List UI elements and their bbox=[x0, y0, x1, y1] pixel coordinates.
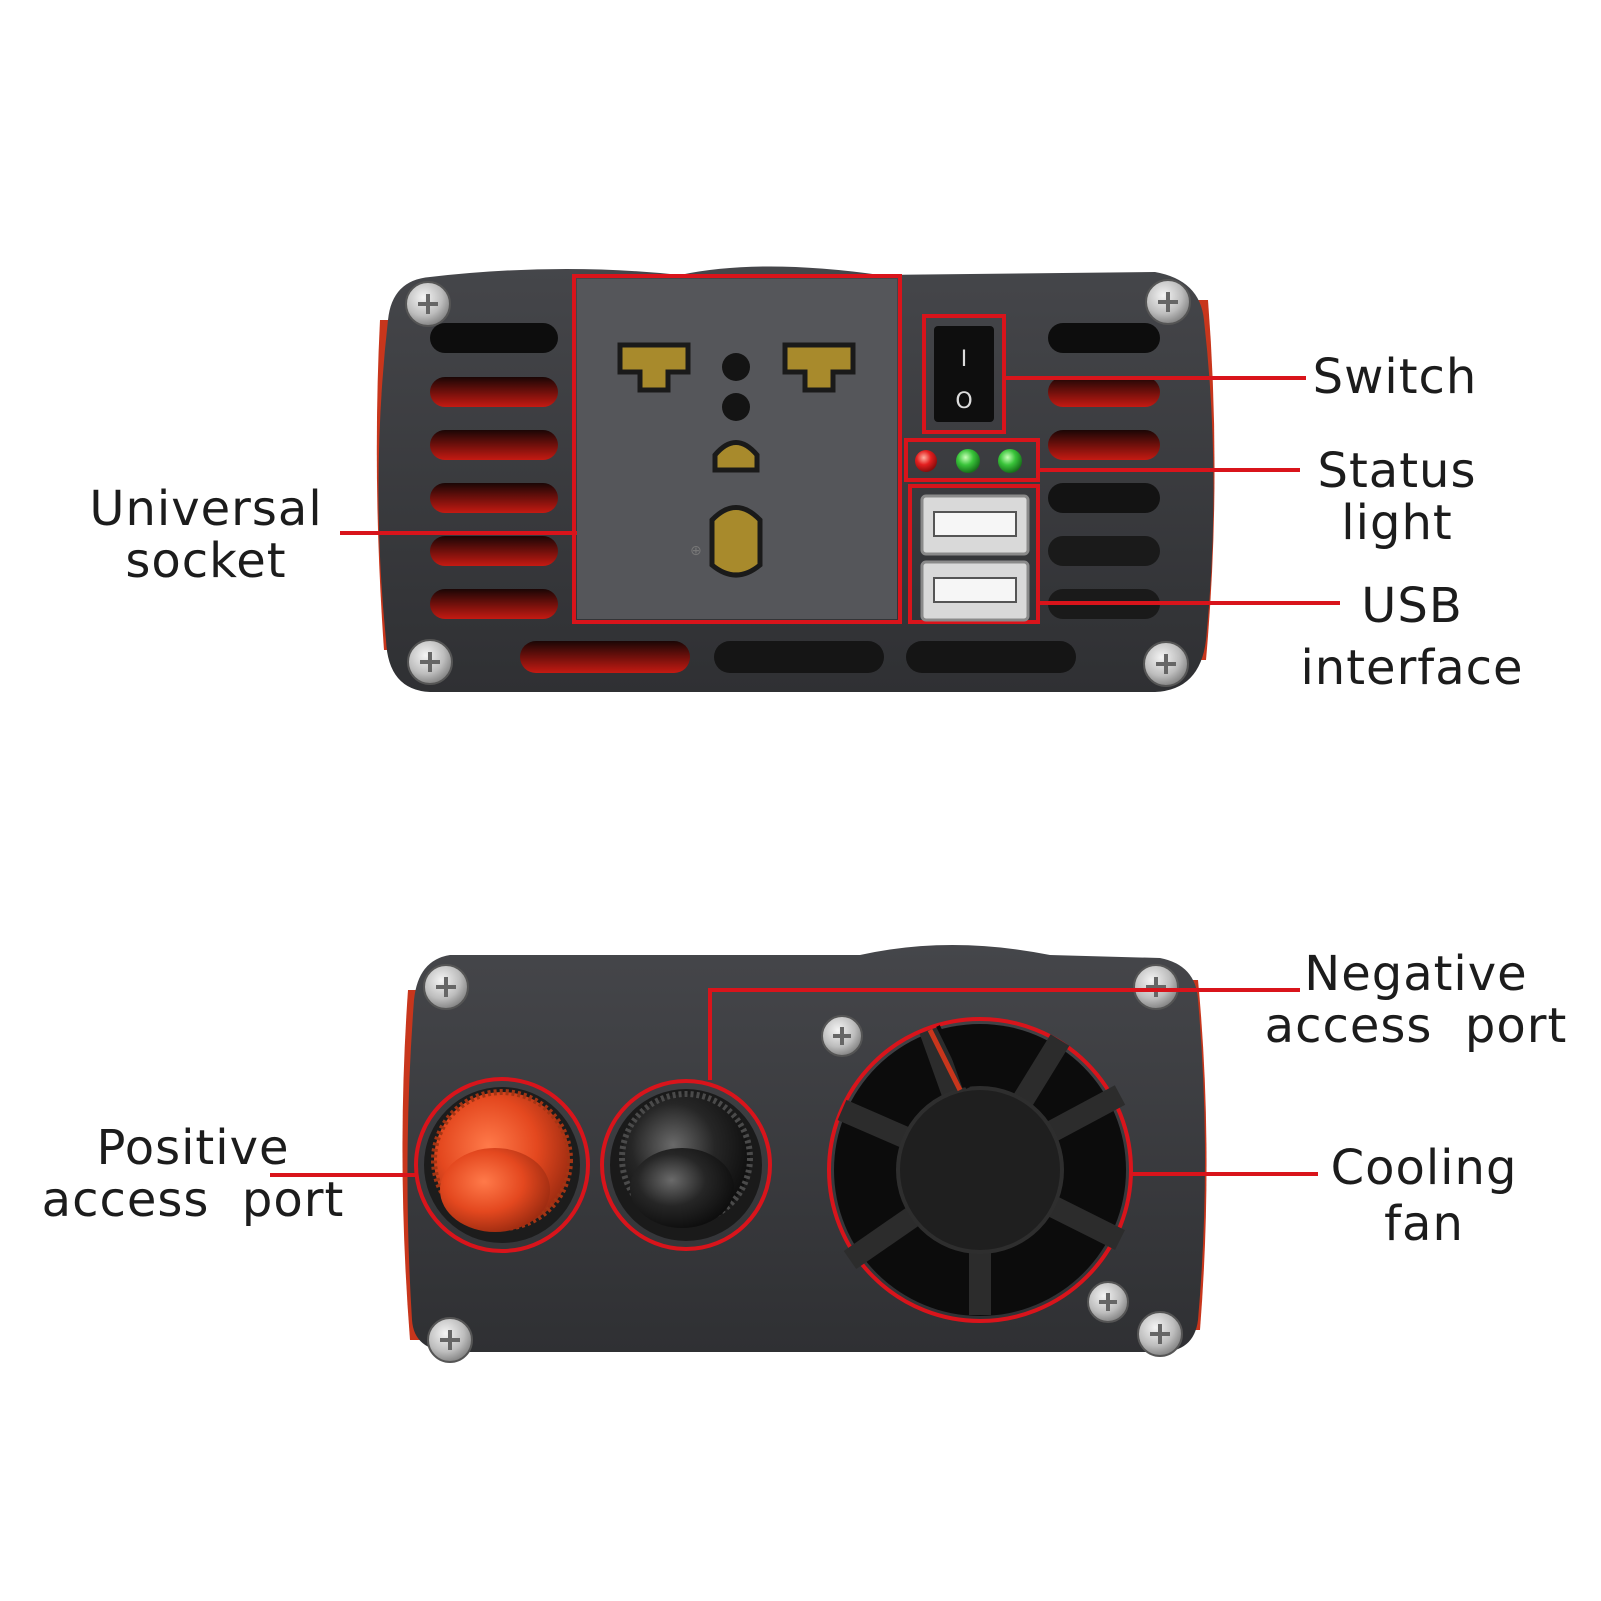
bottom-vents bbox=[520, 641, 1076, 673]
switch-off-glyph: O bbox=[955, 389, 972, 414]
screw-icon bbox=[407, 639, 453, 685]
cooling-fan-label-line2: fan bbox=[1384, 1196, 1464, 1252]
positive-terminal[interactable] bbox=[414, 1077, 590, 1253]
negative-terminal[interactable] bbox=[600, 1079, 772, 1251]
switch-label: Switch bbox=[1300, 351, 1490, 403]
power-switch[interactable]: I O bbox=[922, 314, 1006, 434]
svg-text:⊕: ⊕ bbox=[690, 543, 702, 559]
cooling-fan bbox=[827, 1017, 1133, 1323]
positive-port-label-line2: access port bbox=[41, 1172, 345, 1228]
top-panel: ⊕ I O bbox=[376, 266, 1215, 692]
screw-icon bbox=[1145, 279, 1191, 325]
screw-icon bbox=[423, 964, 469, 1010]
universal-socket-label-line2: socket bbox=[125, 533, 287, 589]
screw-icon bbox=[821, 1015, 863, 1057]
positive-port-label-line1: Positive bbox=[96, 1120, 290, 1176]
negative-port-label: Negative access port bbox=[1246, 948, 1586, 1052]
left-vents bbox=[430, 323, 558, 619]
universal-socket-label: Universal socket bbox=[75, 483, 337, 587]
status-light-label: Status light bbox=[1302, 445, 1492, 549]
status-lights bbox=[904, 438, 1040, 482]
callout-lines bbox=[270, 376, 1340, 1177]
bottom-screws bbox=[423, 964, 1183, 1363]
switch-label-line1: Switch bbox=[1312, 349, 1478, 405]
usb-interface-label: USB interface bbox=[1296, 575, 1528, 699]
usb-interface-label-line2: interface bbox=[1300, 640, 1524, 696]
screw-icon bbox=[1087, 1281, 1129, 1323]
universal-socket-label-line1: Universal bbox=[89, 481, 323, 537]
positive-port-label: Positive access port bbox=[18, 1122, 368, 1226]
screw-icon bbox=[405, 281, 451, 327]
usb-interface bbox=[908, 484, 1040, 624]
screw-icon bbox=[1137, 1311, 1183, 1357]
cooling-fan-label: Cooling fan bbox=[1308, 1140, 1540, 1252]
cooling-fan-label-line1: Cooling bbox=[1330, 1140, 1518, 1196]
callout-negative-port bbox=[708, 988, 1300, 1080]
right-vents bbox=[1048, 323, 1160, 619]
negative-port-label-line1: Negative bbox=[1304, 946, 1528, 1002]
top-screws bbox=[405, 279, 1191, 687]
status-led-green-1 bbox=[956, 449, 980, 473]
usb-interface-label-line1: USB bbox=[1361, 578, 1463, 634]
status-led-green-2 bbox=[998, 449, 1022, 473]
screw-icon bbox=[1133, 964, 1179, 1010]
screw-icon bbox=[1143, 641, 1189, 687]
negative-port-label-line2: access port bbox=[1264, 998, 1568, 1054]
screw-icon bbox=[427, 1317, 473, 1363]
status-led-red bbox=[915, 450, 937, 472]
switch-on-glyph: I bbox=[961, 347, 968, 372]
universal-socket: ⊕ bbox=[572, 274, 902, 624]
status-light-label-line2: light bbox=[1341, 495, 1453, 551]
bottom-panel bbox=[402, 945, 1207, 1363]
status-light-label-line1: Status bbox=[1317, 443, 1477, 499]
